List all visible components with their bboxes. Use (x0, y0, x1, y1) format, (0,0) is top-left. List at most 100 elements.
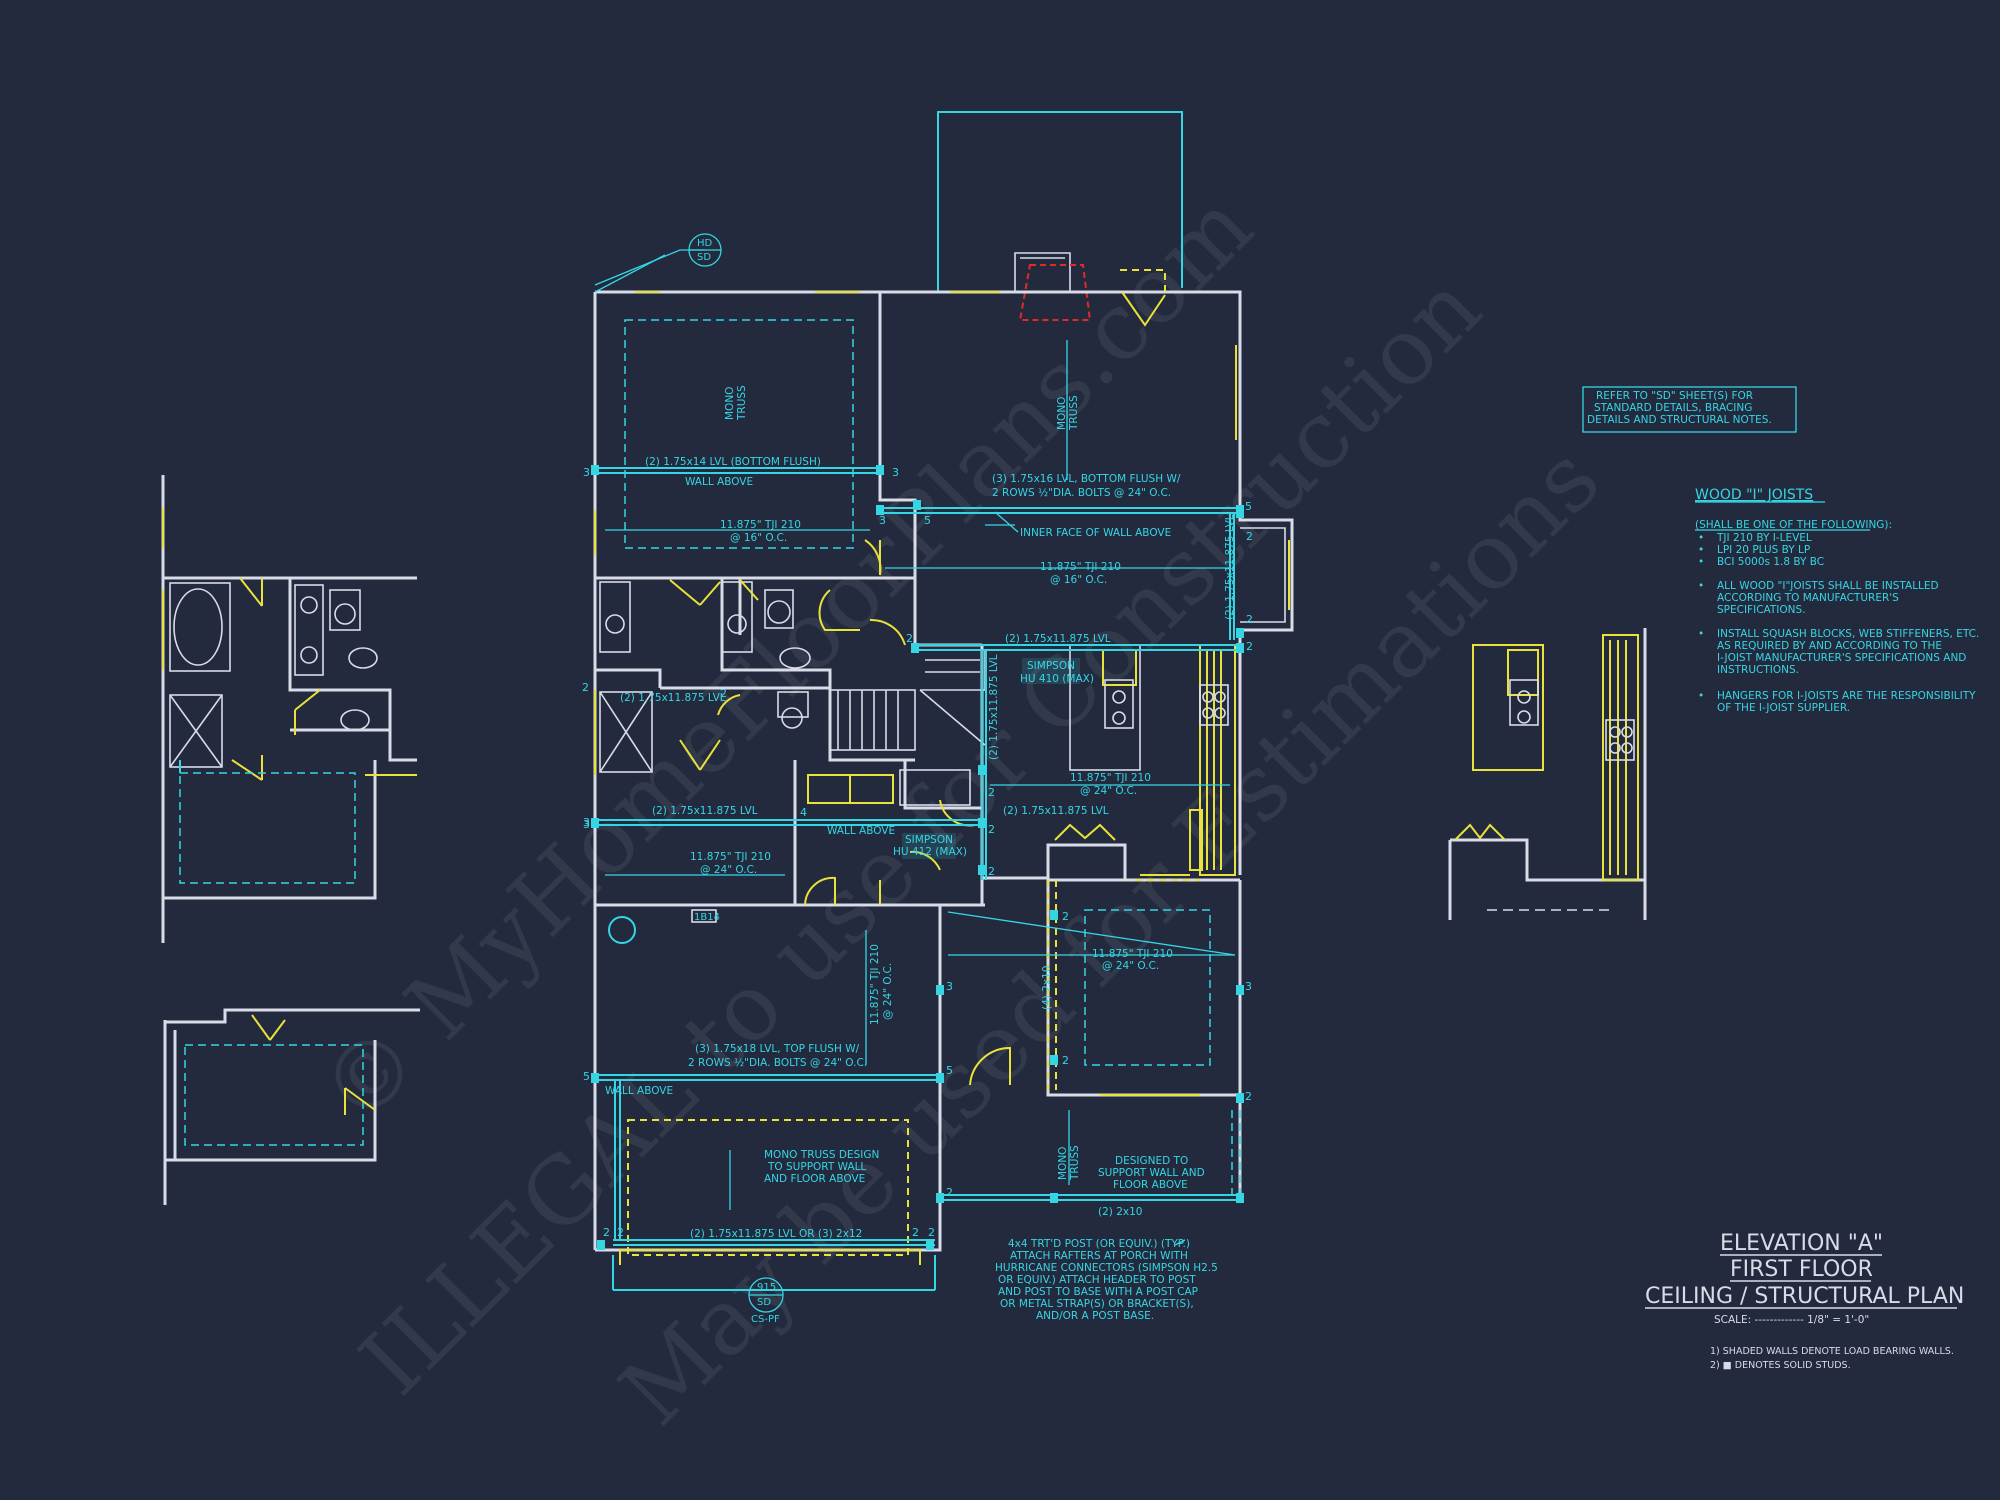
label-tji-16-b2: @ 16" O.C. (1050, 574, 1107, 586)
label-tji-16-b1: 11.875" TJI 210 (1040, 561, 1121, 573)
stud-count: 2 (988, 823, 995, 836)
label-post-5: AND POST TO BASE WITH A POST CAP (998, 1286, 1198, 1298)
stud-count: 5 (946, 1064, 953, 1077)
label-two-2x10: (2) 2x10 (1098, 1206, 1142, 1218)
main-floor-plan (591, 111, 1294, 1291)
joist-option-3: BCI 5000s 1.8 BY BC (1717, 556, 1824, 568)
label-mono-design-2: TO SUPPORT WALL (767, 1161, 866, 1173)
stud-count: 2 (603, 1226, 610, 1239)
title-scale: SCALE: ------------- 1/8" = 1'-0" (1714, 1314, 1869, 1326)
stud-count: 5 (924, 514, 931, 527)
label-mono-truss-1a: MONO (724, 387, 736, 420)
joist-option-bullet: • (1698, 556, 1704, 568)
stud-count: 2 (928, 1226, 935, 1239)
stud-count: 2 (582, 681, 589, 694)
title-note-2: 2) ■ DENOTES SOLID STUDS. (1710, 1360, 1851, 1371)
joist-notes-title: WOOD "I" JOISTS (1695, 487, 1813, 503)
stud-count: 2 (912, 1226, 919, 1239)
label-tji-16-a1: 11.875" TJI 210 (720, 519, 801, 531)
title-note-1: 1) SHADED WALLS DENOTE LOAD BEARING WALL… (1710, 1346, 1954, 1357)
sd-note-line-3: DETAILS AND STRUCTURAL NOTES. (1587, 414, 1772, 426)
label-lvl-or-2x12: (2) 1.75x11.875 LVL OR (3) 2x12 (690, 1228, 862, 1240)
stud-count: 3 (946, 980, 953, 993)
label-post-2: ATTACH RAFTERS AT PORCH WITH (1010, 1250, 1188, 1262)
label-mono-truss-1b: TRUSS (736, 385, 748, 421)
stud-count: 4 (800, 806, 807, 819)
label-lvl11-center-mid: (2) 1.75x11.875 LVL (1003, 805, 1109, 817)
stud-count: 2 (1246, 613, 1253, 626)
label-tji-16-a2: @ 16" O.C. (730, 532, 787, 544)
section-callout-bottom: SD (757, 1297, 771, 1308)
joist-note-2-line-2: AS REQUIRED BY AND ACCORDING TO THE (1717, 640, 1942, 652)
label-simpson-2a: SIMPSON (905, 834, 953, 846)
stud-count: 2 (1246, 530, 1253, 543)
plan-labels: (2) 1.75x14 LVL (BOTTOM FLUSH) WALL ABOV… (605, 385, 1236, 1322)
label-post-6: OR METAL STRAP(S) OR BRACKET(S), (1000, 1298, 1194, 1310)
label-mono-truss-2b: TRUSS (1068, 395, 1080, 431)
beam-tag: 1B14 (694, 912, 720, 923)
alt-closet-detail (163, 1008, 420, 1205)
joist-note-1-line-3: SPECIFICATIONS. (1717, 604, 1806, 616)
joist-option-1: TJI 210 BY I-LEVEL (1716, 532, 1812, 544)
title-elevation: ELEVATION "A" (1720, 1231, 1883, 1256)
hd-callout-top: HD (697, 238, 713, 249)
title-plan-name: CEILING / STRUCTURAL PLAN (1645, 1284, 1964, 1309)
label-tji-24-c2: @ 24" O.C. (1102, 960, 1159, 972)
label-tji-24-b1: 11.875" TJI 210 (690, 851, 771, 863)
stud-count: 2 (1245, 1090, 1252, 1103)
stud-count: 3 (879, 514, 886, 527)
joist-note-bullet: • (1698, 580, 1704, 592)
joist-note-2-line-3: I-JOIST MANUFACTURER'S SPECIFICATIONS AN… (1717, 652, 1966, 664)
label-wall-above-2: WALL ABOVE (827, 825, 895, 837)
label-simpson-1b: HU 410 (MAX) (1020, 673, 1094, 685)
label-tji-24-c1: 11.875" TJI 210 (1092, 948, 1173, 960)
stud-count: 3 (892, 466, 899, 479)
stud-count: 3 (583, 818, 590, 831)
label-mono-truss-3b: TRUSS (1069, 1145, 1081, 1181)
alt-bath-detail (161, 475, 417, 943)
section-callout-top: 915 (757, 1282, 776, 1293)
label-lvl16-1: (3) 1.75x16 LVL, BOTTOM FLUSH W/ (992, 473, 1181, 485)
title-block: ELEVATION "A" FIRST FLOOR CEILING / STRU… (1645, 1231, 1964, 1371)
label-tji-24-vert2: @ 24" O.C. (882, 963, 894, 1020)
stud-count: 2 (946, 1186, 953, 1199)
joist-option-bullet: • (1698, 532, 1704, 544)
joist-note-bullet: • (1698, 628, 1704, 640)
alt-kitchen-detail (1448, 628, 1647, 920)
label-mono-truss-2a: MONO (1056, 397, 1068, 430)
stud-count: 2 (906, 632, 913, 645)
stud-count: 2 (720, 687, 727, 700)
stud-count: 2 (988, 865, 995, 878)
joist-note-2-line-1: INSTALL SQUASH BLOCKS, WEB STIFFENERS, E… (1717, 628, 1979, 640)
joist-option-bullet: • (1698, 544, 1704, 556)
label-lvl-bottom-flush: (2) 1.75x14 LVL (BOTTOM FLUSH) (645, 456, 821, 468)
section-callout: 915 SD CS-PF 1B14 (694, 912, 784, 1325)
hd-callout-bottom: SD (697, 252, 711, 263)
joist-note-3-line-2: OF THE I-JOIST SUPPLIER. (1717, 702, 1850, 714)
label-mono-design-1: MONO TRUSS DESIGN (764, 1149, 879, 1161)
stud-count: 2 (1062, 1054, 1069, 1067)
joist-note-1-line-2: ACCORDING TO MANUFACTURER'S (1717, 592, 1899, 604)
label-lvl11-center-vert: (2) 1.75x11.875 LVL (988, 654, 1000, 760)
label-wall-above-1: WALL ABOVE (685, 476, 753, 488)
stud-count: 2 (1246, 640, 1253, 653)
label-lvl18-1: (3) 1.75x18 LVL, TOP FLUSH W/ (695, 1043, 860, 1055)
sd-notes-box: REFER TO "SD" SHEET(S) FOR STANDARD DETA… (1582, 386, 1797, 433)
joist-note-bullet: • (1698, 690, 1704, 702)
title-first-floor: FIRST FLOOR (1730, 1257, 1873, 1282)
joist-note-3-line-1: HANGERS FOR I-JOISTS ARE THE RESPONSIBIL… (1717, 690, 1976, 702)
stud-count: 3 (1245, 980, 1252, 993)
label-designed-1: DESIGNED TO (1115, 1155, 1188, 1167)
label-simpson-2b: HU 412 (MAX) (893, 846, 967, 858)
stud-count: 2 (1062, 910, 1069, 923)
label-lvl11-left-mid: (2) 1.75x11.875 LVL (652, 805, 758, 817)
label-tji-24-b2: @ 24" O.C. (700, 864, 757, 876)
label-simpson-1a: SIMPSON (1027, 660, 1075, 672)
hd-detail-callout: HD SD (594, 233, 722, 293)
label-post-7: AND/OR A POST BASE. (1036, 1310, 1154, 1322)
label-lvl11-right-top: (2) 1.75x11.875 LVL (1005, 633, 1111, 645)
label-post-1: 4x4 TRT'D POST (OR EQUIV.) (TYP.) (1008, 1238, 1190, 1250)
label-post-3: HURRICANE CONNECTORS (SIMPSON H2.5 (995, 1262, 1218, 1274)
joist-notes-subtitle: (SHALL BE ONE OF THE FOLLOWING): (1695, 519, 1892, 531)
